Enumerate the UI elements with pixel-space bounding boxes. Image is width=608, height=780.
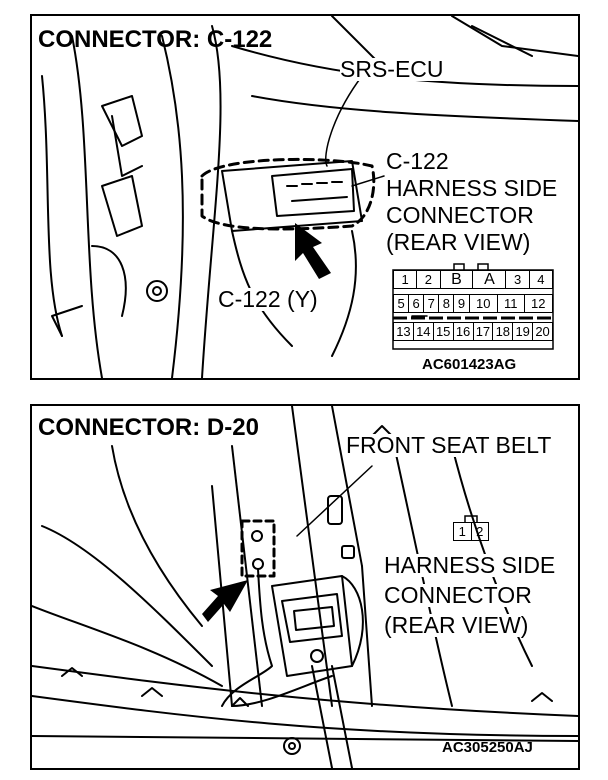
pin-cell: 6 bbox=[408, 294, 425, 313]
pin-cell: 18 bbox=[492, 322, 514, 341]
arrow-icon bbox=[295, 223, 331, 279]
figure-code: AC601423AG bbox=[422, 356, 517, 373]
pin-cell: 19 bbox=[512, 322, 534, 341]
panel-connector-d20: CONNECTOR: D-20 FRONT SEAT BELT 1 2 HARN… bbox=[30, 404, 580, 770]
pin-row-1: 1 2 B A 3 4 bbox=[392, 270, 554, 289]
pin-cell: 12 bbox=[523, 294, 554, 313]
pin-cell: 4 bbox=[528, 270, 554, 289]
harness-line-3: (REAR VIEW) bbox=[384, 612, 529, 638]
pin-cell: 7 bbox=[423, 294, 440, 313]
pin-diagram-c122: 1 2 B A 3 4 5 6 7 8 9 10 11 12 13 bbox=[392, 260, 554, 350]
harness-line-4: (REAR VIEW) bbox=[386, 229, 531, 255]
pin-diagram-d20: 1 2 bbox=[452, 514, 490, 542]
connector-color-label: C-122 (Y) bbox=[218, 286, 318, 312]
arrow-icon bbox=[202, 580, 248, 622]
pin-cell: 15 bbox=[432, 322, 454, 341]
vehicle-drawing-c122 bbox=[41, 16, 578, 378]
panel-connector-c122: CONNECTOR: C-122 SRS-ECU C-122 HARNESS S… bbox=[30, 14, 580, 380]
figure-code: AC305250AJ bbox=[442, 739, 533, 756]
harness-line-3: CONNECTOR bbox=[386, 202, 534, 228]
pin-cell: B bbox=[439, 270, 474, 289]
pin-cell: 20 bbox=[532, 322, 553, 341]
harness-line-1: HARNESS SIDE bbox=[384, 552, 556, 578]
connector-title: CONNECTOR: D-20 bbox=[38, 414, 259, 441]
pin-cell: A bbox=[472, 270, 507, 289]
pin-cell: 2 bbox=[416, 270, 441, 289]
pin-cell: 1 bbox=[453, 522, 472, 541]
vehicle-drawing-d20 bbox=[32, 406, 578, 768]
connector-title: CONNECTOR: C-122 bbox=[38, 26, 273, 53]
srs-ecu-label: SRS-ECU bbox=[340, 56, 444, 82]
pin-cell: 11 bbox=[496, 294, 525, 313]
pin-cell: 13 bbox=[393, 322, 414, 341]
harness-line-2: CONNECTOR bbox=[384, 582, 532, 608]
pin-cell: 5 bbox=[392, 294, 410, 313]
pin-cell: 14 bbox=[412, 322, 434, 341]
pin-row-2: 5 6 7 8 9 10 11 12 bbox=[392, 294, 554, 313]
pin-cell: 3 bbox=[505, 270, 530, 289]
pin-cell: 10 bbox=[468, 294, 498, 313]
pin-cell: 8 bbox=[438, 294, 455, 313]
harness-line-1: C-122 bbox=[386, 148, 449, 174]
pin-row-1: 1 2 bbox=[453, 522, 489, 541]
front-seat-belt-label: FRONT SEAT BELT bbox=[346, 432, 552, 458]
harness-line-2: HARNESS SIDE bbox=[386, 175, 558, 201]
pin-cell: 2 bbox=[470, 522, 489, 541]
pin-row-3: 13 14 15 16 17 18 19 20 bbox=[393, 322, 553, 341]
pin-cell: 17 bbox=[472, 322, 494, 341]
connector-outline bbox=[464, 515, 478, 522]
pin-cell: 16 bbox=[452, 322, 474, 341]
pin-cell: 1 bbox=[392, 270, 418, 289]
pin-cell: 9 bbox=[453, 294, 470, 313]
